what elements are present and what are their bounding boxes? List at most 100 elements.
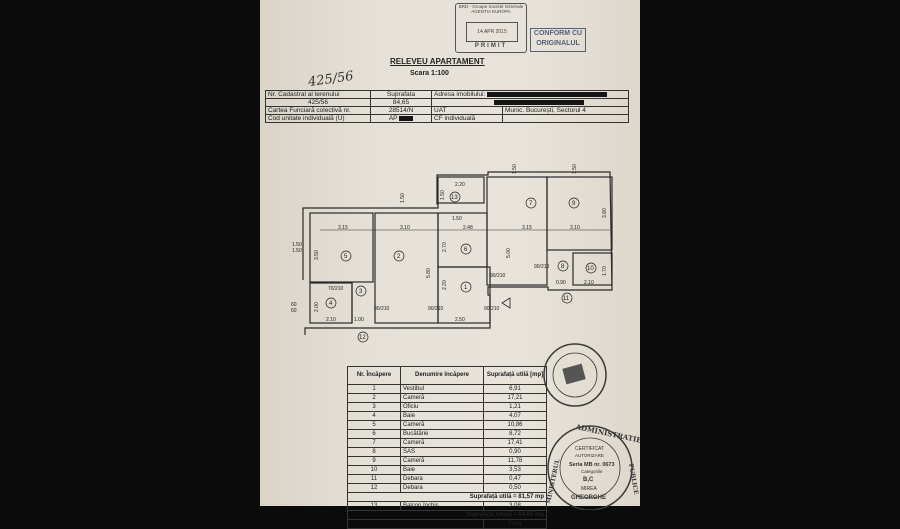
document-scale: Scara 1:100 <box>410 70 449 77</box>
room-name: Debara <box>400 483 484 493</box>
seal-text: ADMINISTRATIEI <box>574 422 640 446</box>
redacted-address <box>487 91 608 97</box>
uat-label: UAT <box>431 106 503 115</box>
dim: 1.50 <box>292 242 302 248</box>
balcony-name: Balcon închis <box>400 501 484 511</box>
dim: 1.50 <box>572 164 578 174</box>
dim: 3.50 <box>314 250 320 260</box>
room-area: 1,21 <box>483 402 547 412</box>
cod-value: AP <box>388 115 398 122</box>
room-9 <box>546 176 613 251</box>
dim: 3.15 <box>522 225 532 231</box>
room-name: Cameră <box>400 438 484 448</box>
address-label: Adresa imobilului: <box>434 91 486 98</box>
redacted-address-2 <box>494 99 584 105</box>
dim: 2.10 <box>326 317 336 323</box>
carte-value: 28514/N <box>370 106 432 115</box>
cadastral-value: 425/56 <box>265 98 371 107</box>
dim: 2.50 <box>455 317 465 323</box>
seal-text: AUTORIZARE <box>575 453 604 458</box>
room-area: 3,53 <box>483 465 547 475</box>
room-label-3: 3 <box>359 289 363 295</box>
carte-label: Cartea Funciară colectivă nr. <box>265 106 371 115</box>
room-nr: 5 <box>347 420 401 430</box>
room-area: 0,50 <box>483 483 547 493</box>
cod-cell: AP <box>370 114 432 123</box>
room-label-12: 12 <box>359 335 366 341</box>
room-label-10: 10 <box>587 266 594 272</box>
conform-line2: ORIGINALUL <box>536 40 580 47</box>
date-label: Data <box>483 519 547 529</box>
room-nr: 6 <box>347 429 401 439</box>
room-label-5: 5 <box>344 254 348 260</box>
cod-label: Cod unitate individuală (U) <box>265 114 371 123</box>
door-dim: 90/210 <box>490 273 506 279</box>
room-name: Baie <box>400 465 484 475</box>
dim: 2.48 <box>463 225 473 231</box>
cadastral-label: Nr. Cadastral al terenului <box>265 90 371 99</box>
room-name: Baie <box>400 411 484 421</box>
room-area: 17,41 <box>483 438 547 448</box>
balcony-area: 3,08 <box>483 501 547 511</box>
dimensions: 3.15 3.10 2.48 3.15 3.10 2.20 3.50 5.80 … <box>291 164 608 323</box>
dim: 3.10 <box>570 225 580 231</box>
header-table: Nr. Cadastral al terenului Suprafata Adr… <box>265 90 629 123</box>
grand-total: Suprafață totală = 84,65 mp <box>347 510 547 520</box>
room-label-11: 11 <box>563 296 570 302</box>
conform-line1: CONFORM CU <box>533 30 583 37</box>
dim: 2.00 <box>314 302 320 312</box>
dim: 1.70 <box>602 266 608 276</box>
room-area: 6,91 <box>483 384 547 394</box>
room-13 <box>437 176 485 204</box>
room-area: 11,78 <box>483 456 547 466</box>
stamp-label: PRIMIT <box>474 43 508 49</box>
stamp-date: 14 APR 2015 <box>466 22 518 42</box>
cf-label: CF individuală <box>431 114 503 123</box>
address-cell: Adresa imobilului: <box>431 90 629 99</box>
room-name: Vestibul <box>400 384 484 394</box>
room-area: 8,72 <box>483 429 547 439</box>
room-name: Oficiu <box>400 402 484 412</box>
dim: 2.20 <box>442 280 448 290</box>
room-nr: 7 <box>347 438 401 448</box>
room-name: Bucătărie <box>400 429 484 439</box>
room-label-9: 9 <box>572 201 576 207</box>
dim: 60 <box>291 308 297 314</box>
dim: 1.50 <box>400 193 406 203</box>
rooms-table: Nr. Încăpere Denumire încăpere Suprafață… <box>347 366 547 529</box>
dim: 1.50 <box>292 248 302 254</box>
room-1 <box>437 266 491 324</box>
document-title: RELEVEU APARTAMENT <box>390 57 485 66</box>
room-nr: 12 <box>347 483 401 493</box>
door-dim: 70/210 <box>328 286 344 292</box>
room-area: 0,47 <box>483 474 547 484</box>
door-dim: 90/210 <box>484 306 500 312</box>
room-label-4: 4 <box>329 301 333 307</box>
entrance-arrow-icon <box>501 297 511 309</box>
room-label-6: 6 <box>464 247 468 253</box>
dim: 5.00 <box>506 248 512 258</box>
room-area: 10,86 <box>483 420 547 430</box>
stamp-org: BRD - Groupe Société Générale <box>458 4 524 9</box>
door-dim: 90/210 <box>534 264 550 270</box>
conform-stamp: CONFORM CU ORIGINALUL <box>530 28 586 52</box>
seal-text: B,C <box>583 477 594 483</box>
room-area: 0,90 <box>483 447 547 457</box>
dim: 2.10 <box>584 280 594 286</box>
received-stamp: BRD - Groupe Société Générale AGENTIA EU… <box>455 3 527 53</box>
room-area: 4,07 <box>483 411 547 421</box>
dim: 60 <box>291 302 297 308</box>
room-nr: 4 <box>347 411 401 421</box>
dim: 0.90 <box>556 280 566 286</box>
seal-text: GHEORGHE <box>571 495 606 501</box>
address-cell-2 <box>431 98 629 107</box>
